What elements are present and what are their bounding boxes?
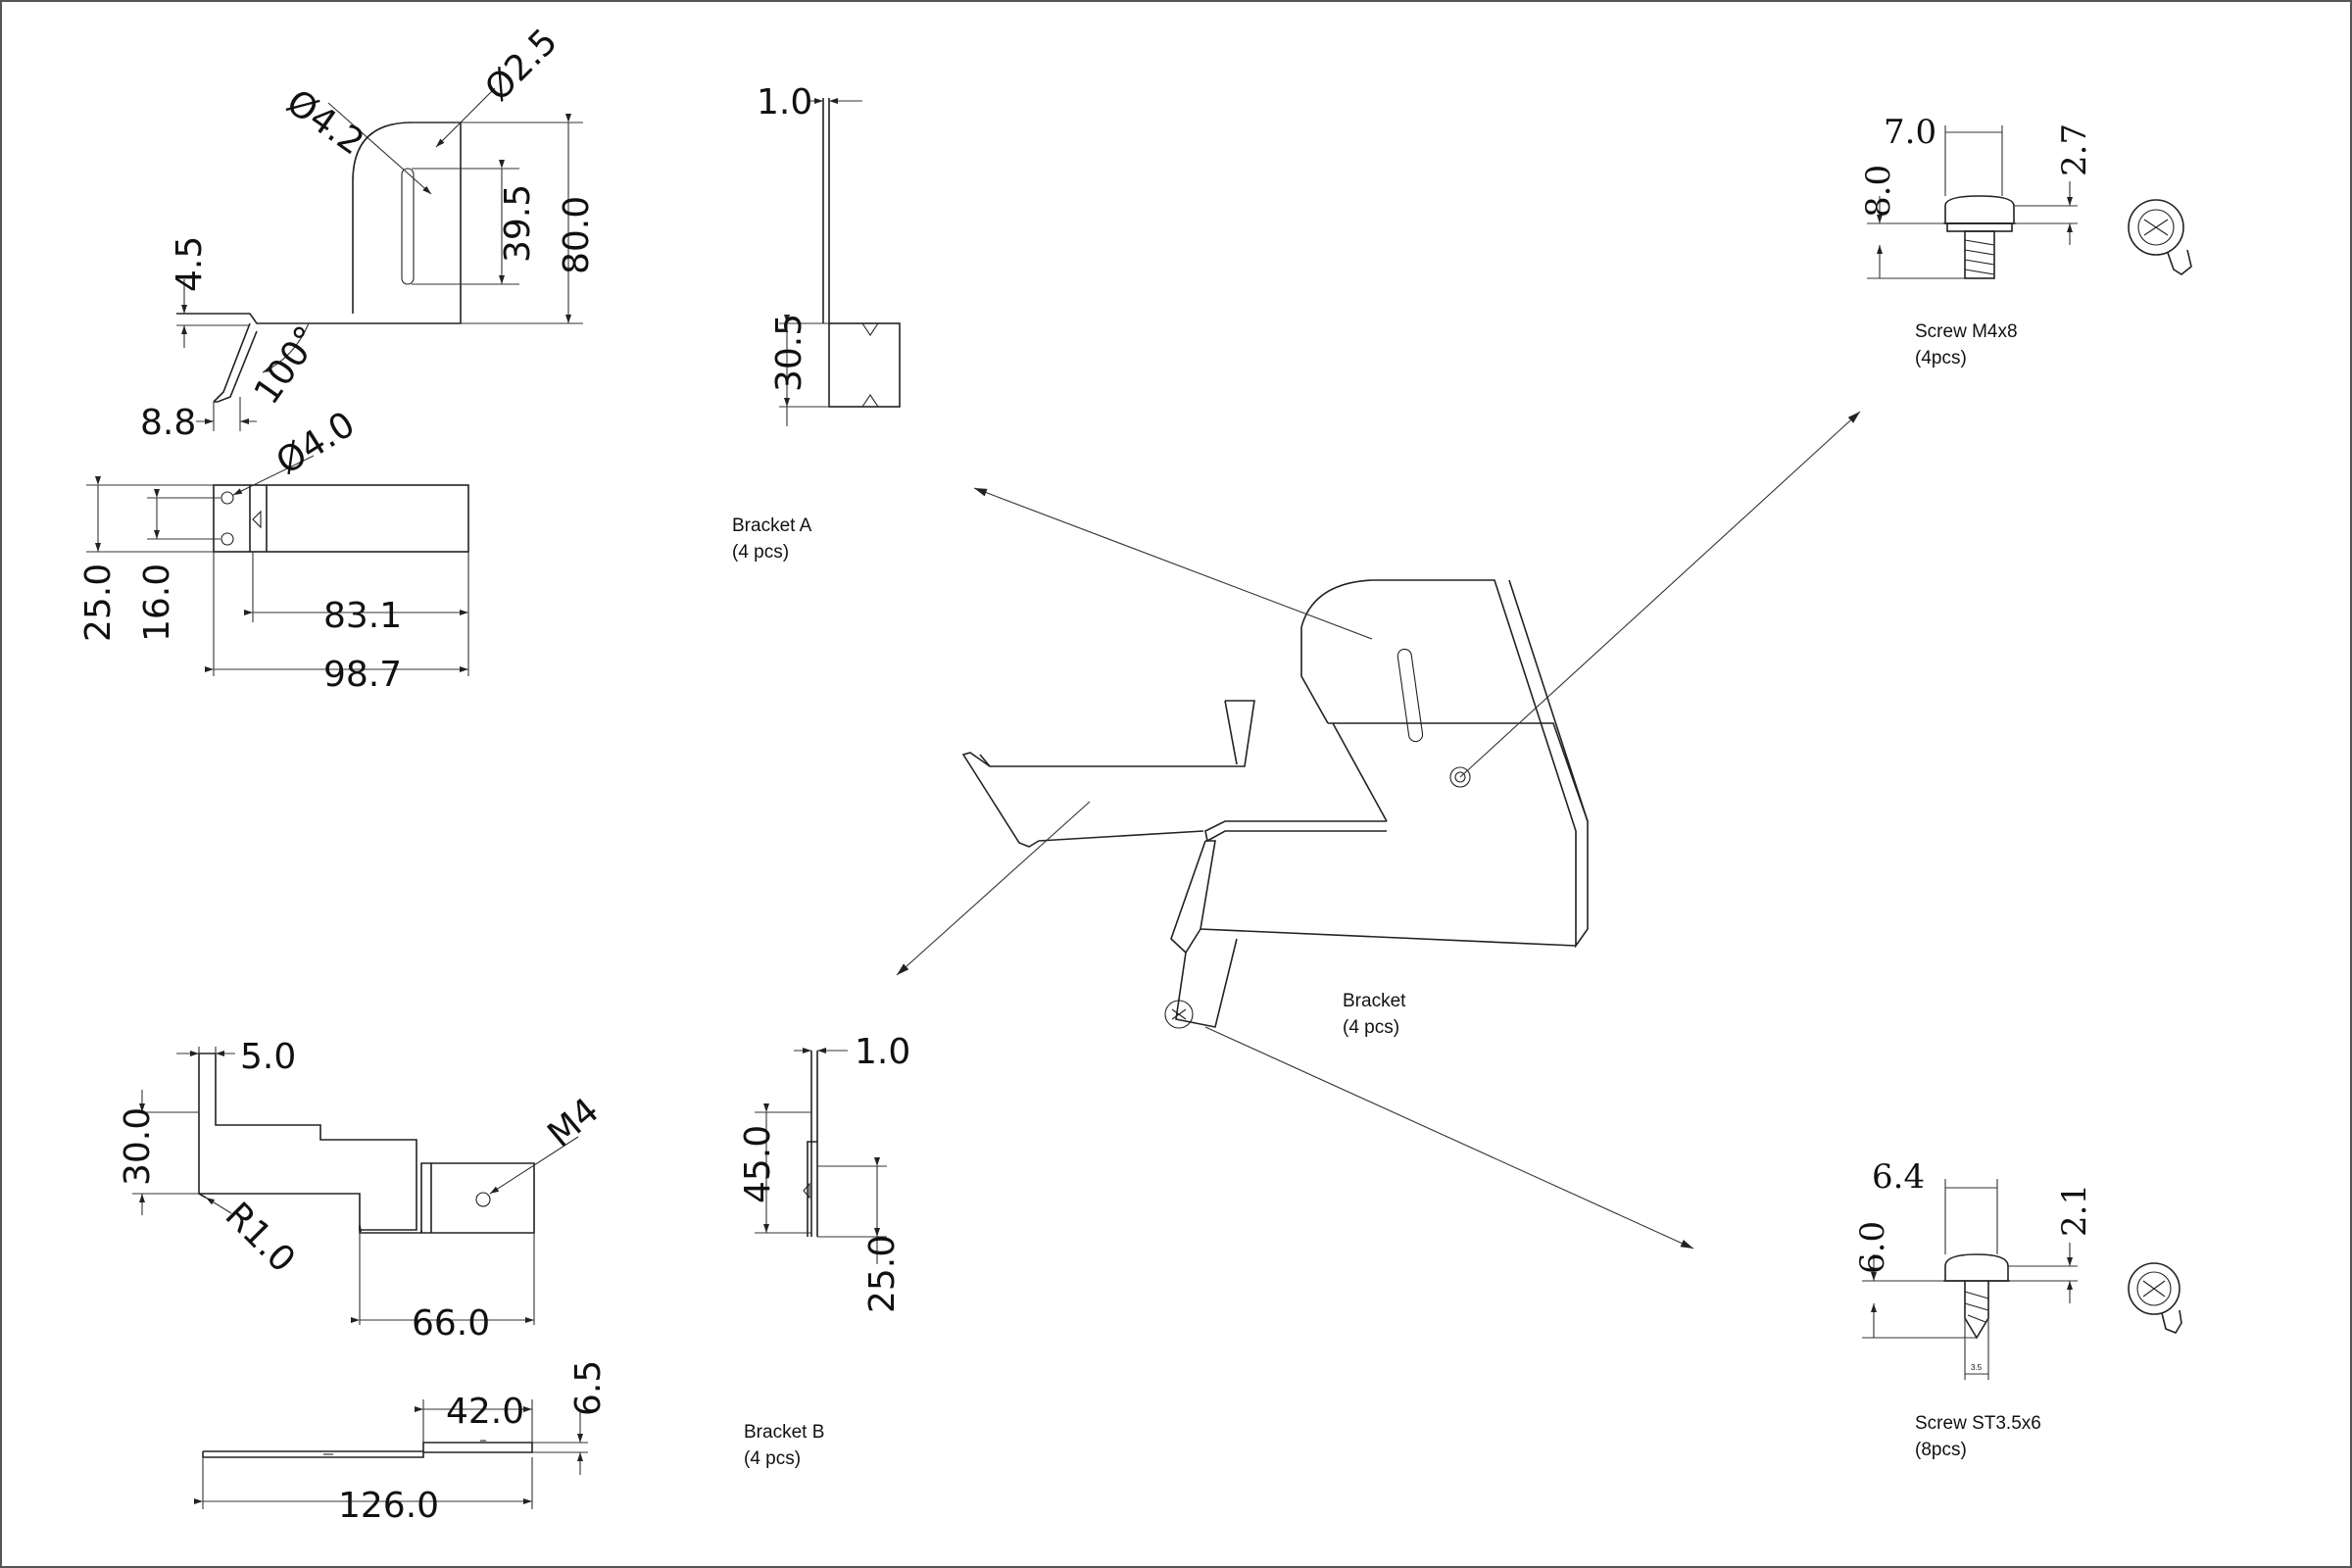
dim-bracket-a-hole-dia-2: Ø2.5 [477,22,565,110]
dim-screw-m4-length: 8.0 [1859,165,1898,218]
bracket-b-plan-view: 42.0 6.5 126.0 [194,1360,609,1526]
dim-bracket-b-thread: M4 [540,1091,607,1155]
dim-bracket-a-height: 80.0 [557,196,597,274]
dim-bracket-a-foot: 4.5 [170,236,210,292]
dim-bracket-b-total: 126.0 [338,1486,439,1526]
dim-screw-m4-head-h: 2.7 [2055,123,2094,176]
dim-bracket-a-width: 25.0 [78,564,119,642]
leader-screw-m4 [1459,411,1861,778]
dim-bracket-a-thickness: 1.0 [757,82,812,122]
dim-bracket-b-tab: 25.0 [862,1235,903,1313]
screw-st-qty: (8pcs) [1915,1440,1967,1460]
dim-screw-st-tip: 3.5 [1971,1363,1983,1372]
dim-screw-st-length: 6.0 [1853,1221,1892,1274]
dim-bracket-b-height: 30.0 [118,1107,158,1186]
leader-bracket-b [896,801,1091,976]
bracket-label: Bracket [1343,991,1406,1011]
bracket-qty: (4 pcs) [1343,1017,1399,1038]
bracket-assembly-isometric [961,579,1589,1029]
leader-screw-st [1204,1026,1694,1250]
bracket-b-side-view: 5.0 30.0 R1.0 M4 66.0 [118,1037,607,1344]
dim-bracket-a-hole-pitch: 16.0 [137,564,177,642]
dim-bracket-a-total-len: 98.7 [323,655,402,695]
dim-bracket-b-radius: R1.0 [218,1195,303,1280]
dim-bracket-a-offset: 8.8 [140,403,196,443]
dim-bracket-a-plan-hole: Ø4.0 [270,405,362,483]
dim-bracket-b-mid: 42.0 [446,1392,524,1432]
dim-bracket-a-arm-len: 83.1 [323,596,402,636]
dim-bracket-b-thickness: 1.0 [855,1032,910,1072]
bracket-b-qty: (4 pcs) [744,1448,801,1469]
dim-screw-st-head-h: 2.1 [2055,1184,2094,1237]
leader-bracket-a [973,487,1373,640]
dim-bracket-b-length: 66.0 [412,1303,490,1344]
bracket-a-label: Bracket A [732,515,812,536]
bracket-a-side-view: Ø4.2 Ø2.5 39.5 80.0 4.5 100° 8.8 [140,22,597,443]
screw-m4-drawing: 7.0 8.0 2.7 [1859,113,2192,279]
dim-bracket-b-edge-height: 45.0 [738,1125,778,1203]
bracket-a-qty: (4 pcs) [732,542,789,563]
dim-bracket-a-angle: 100° [247,319,328,413]
dim-bracket-a-slot-len: 39.5 [498,184,538,263]
bracket-b-label: Bracket B [744,1422,824,1443]
bracket-a-plan-view: Ø4.0 25.0 16.0 83.1 98.7 [78,405,469,695]
bracket-b-edge-view: 1.0 45.0 25.0 [738,1032,910,1313]
dim-bracket-b-step: 5.0 [240,1037,296,1077]
dim-bracket-a-edge-height: 30.5 [769,314,809,392]
dim-bracket-b-rise: 6.5 [568,1360,609,1416]
screw-m4-label: Screw M4x8 [1915,321,2018,342]
screw-st-label: Screw ST3.5x6 [1915,1413,2041,1434]
dim-bracket-a-hole-dia-1: Ø4.2 [279,82,371,164]
dim-screw-st-head-dia: 6.4 [1872,1157,1925,1197]
bracket-a-edge-view: 1.0 30.5 [757,82,901,426]
dim-screw-m4-head-dia: 7.0 [1884,113,1936,152]
screw-m4-qty: (4pcs) [1915,348,1967,368]
screw-st-drawing: 6.4 6.0 2.1 3.5 [1853,1157,2182,1380]
